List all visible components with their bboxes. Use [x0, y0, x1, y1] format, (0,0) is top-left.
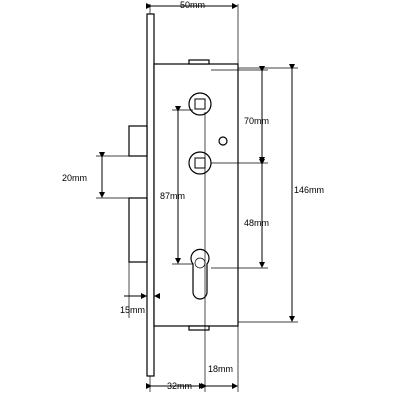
case-bottom-tab [188, 325, 210, 331]
latch-bolt [128, 125, 148, 157]
screw-hole [218, 136, 228, 146]
deadbolt [128, 197, 148, 263]
dim-label-146mm: 146mm [294, 185, 324, 195]
dim-label-18mm: 18mm [208, 364, 233, 374]
dim-label-48mm: 48mm [244, 218, 269, 228]
dim-label-50mm: 50mm [180, 0, 205, 10]
dim-label-15mm: 15mm [120, 305, 145, 315]
lower-follower [188, 151, 212, 175]
faceplate [146, 13, 155, 377]
dim-label-70mm: 70mm [244, 116, 269, 126]
upper-spindle-square [194, 98, 206, 110]
dim-label-32mm: 32mm [167, 381, 192, 391]
dim-label-87mm: 87mm [160, 191, 185, 201]
dim-label-20mm: 20mm [62, 173, 87, 183]
euro-cylinder-cutout [190, 248, 210, 300]
upper-follower [188, 92, 212, 116]
case-top-tab [188, 59, 210, 65]
